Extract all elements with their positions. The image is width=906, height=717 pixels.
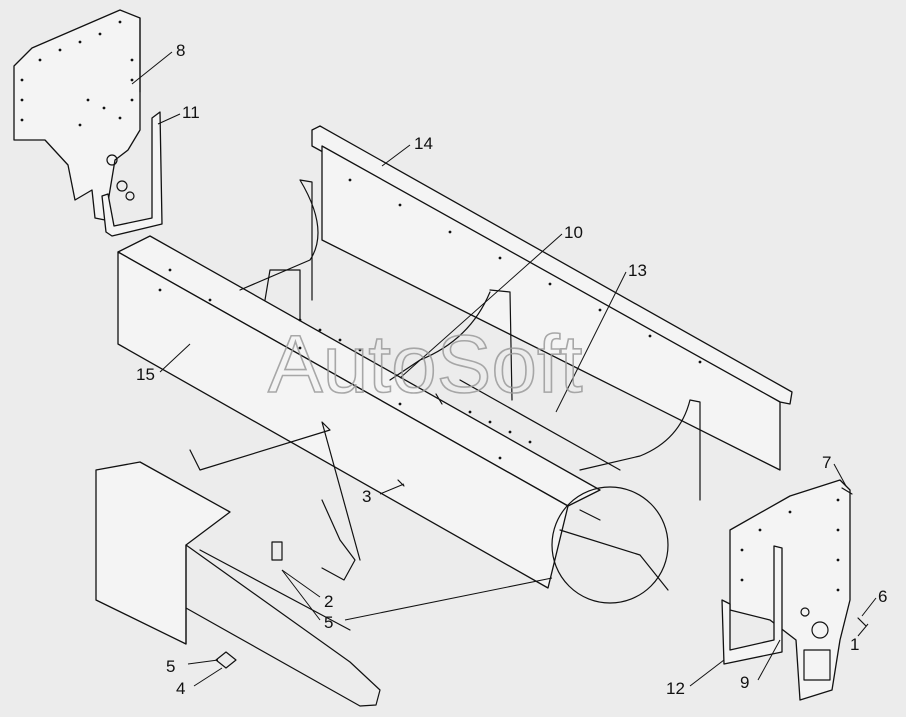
part-12-u-channel <box>721 545 783 665</box>
leader-lines <box>131 51 877 687</box>
part-9-side-panel <box>729 479 851 701</box>
callout-2: 2 <box>324 592 333 611</box>
callout-11: 11 <box>182 103 200 122</box>
fasteners <box>397 393 867 627</box>
watermark: AutoSoft <box>268 319 583 410</box>
part-15-main-trough <box>117 235 601 589</box>
part-14-top-rail <box>311 125 793 471</box>
part-11-u-channel <box>101 111 163 237</box>
callout-9: 9 <box>740 673 749 692</box>
callout-15: 15 <box>136 365 155 384</box>
callout-4: 4 <box>176 679 185 698</box>
callout-12: 12 <box>666 679 685 698</box>
part-13-guide <box>298 318 701 501</box>
callout-8: 8 <box>176 41 185 60</box>
callout-10: 10 <box>564 223 583 242</box>
callout-6: 6 <box>878 587 887 606</box>
callout-13: 13 <box>628 261 647 280</box>
callout-1: 1 <box>850 635 859 654</box>
callout-5-lower: 5 <box>166 657 175 676</box>
callout-5-upper: 5 <box>324 613 333 632</box>
magnifier-circle <box>551 486 669 604</box>
callout-7: 7 <box>822 453 831 472</box>
callout-labels: 8 11 14 10 13 15 3 7 2 5 6 1 5 4 12 9 <box>136 41 887 698</box>
callout-3: 3 <box>362 487 371 506</box>
callout-14: 14 <box>414 134 433 153</box>
part-8-side-panel <box>13 9 141 221</box>
detail-view <box>95 421 381 707</box>
